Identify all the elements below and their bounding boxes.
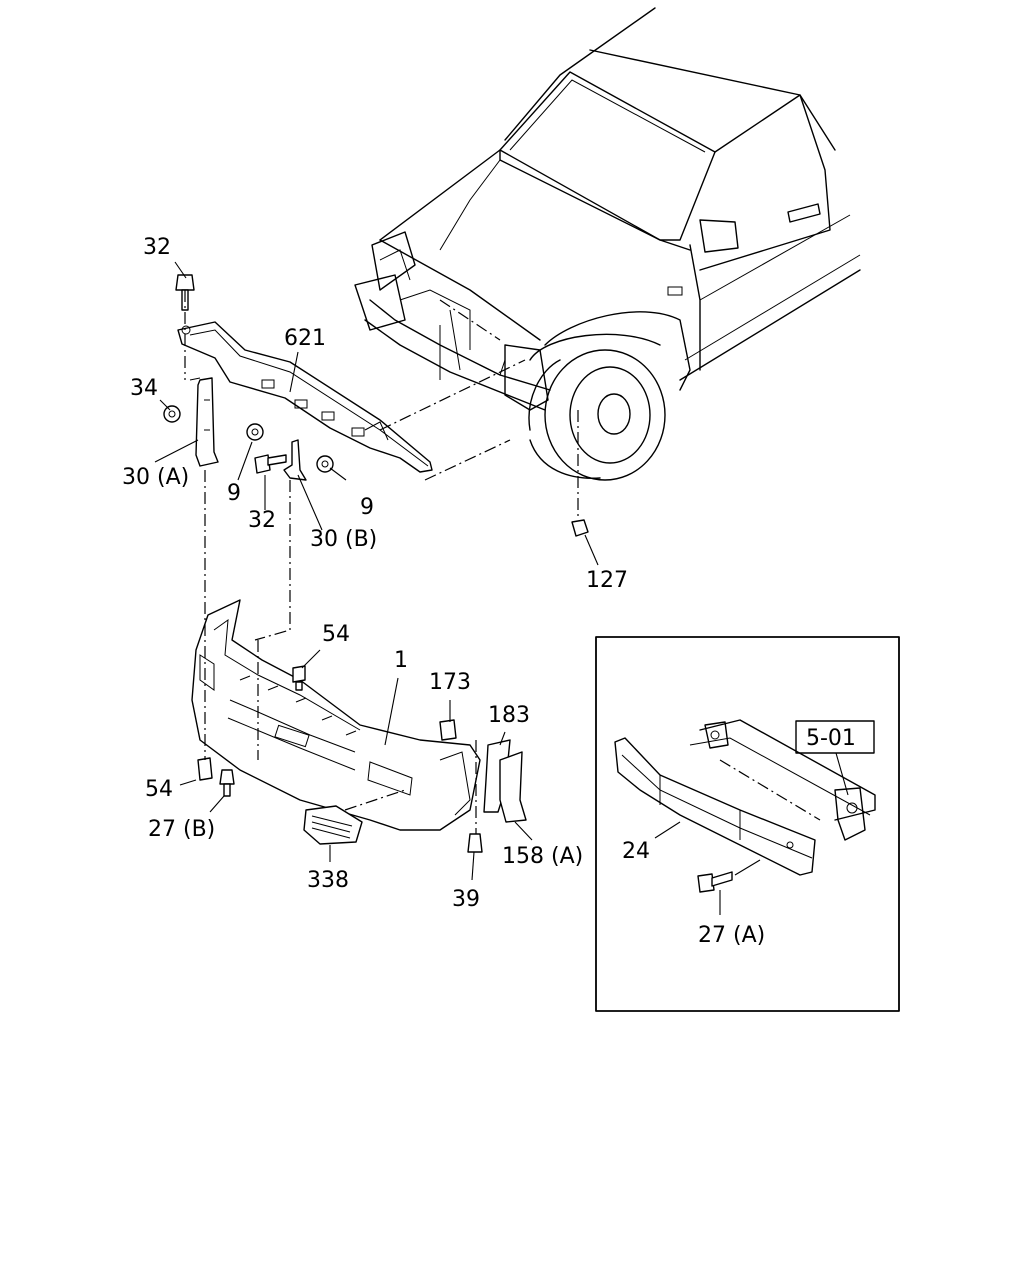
callout-621: 621: [284, 326, 326, 351]
callout-173: 173: [429, 670, 471, 695]
bolt-32-mid: [254, 454, 287, 474]
callout-34: 34: [130, 376, 158, 401]
spacer-158a: [499, 751, 527, 823]
callout-39: 39: [452, 887, 480, 912]
ref-label-5-01: 5-01: [806, 726, 856, 751]
side-bracket-30a: [189, 377, 219, 467]
callout-labels: 32 621 34 30 (A) 9 32 9 30 (B) 127 54 1 …: [122, 235, 856, 948]
nut-34: [163, 405, 181, 423]
callout-54-bottom: 54: [145, 777, 173, 802]
callout-1: 1: [394, 648, 408, 673]
callout-338: 338: [307, 868, 349, 893]
callout-127: 127: [586, 568, 628, 593]
nut-9-left: [246, 423, 264, 441]
callout-27b: 27 (B): [148, 817, 215, 842]
leader-lines: [154, 261, 599, 881]
detail-inset: [595, 636, 900, 1012]
retainer-54-bottom: [197, 757, 213, 781]
assembly-lines: [184, 290, 579, 834]
callout-32-mid: 32: [248, 508, 276, 533]
callout-32-top: 32: [143, 235, 171, 260]
front-bumper-1: [191, 599, 481, 831]
nut-9-right: [316, 455, 334, 473]
callout-27a: 27 (A): [698, 923, 765, 948]
callout-30b: 30 (B): [310, 527, 377, 552]
callout-9-left: 9: [227, 481, 241, 506]
ref-box: [795, 720, 875, 754]
callout-158a: 158 (A): [502, 844, 583, 869]
upper-support-bracket-621: [177, 321, 433, 473]
callout-183: 183: [488, 703, 530, 728]
grommet-173: [439, 719, 457, 741]
callout-9-right: 9: [360, 495, 374, 520]
vehicle-illustration: [354, 7, 861, 481]
clip-127: [571, 519, 589, 537]
fog-lamp-grille-338: [303, 805, 363, 845]
callout-24: 24: [622, 839, 650, 864]
side-bracket-30b: [283, 439, 307, 481]
callout-54-top: 54: [322, 622, 350, 647]
screw-39: [467, 833, 483, 853]
callout-30a: 30 (A): [122, 465, 189, 490]
screw-27b: [219, 769, 235, 797]
retainer-54-top: [292, 665, 306, 691]
